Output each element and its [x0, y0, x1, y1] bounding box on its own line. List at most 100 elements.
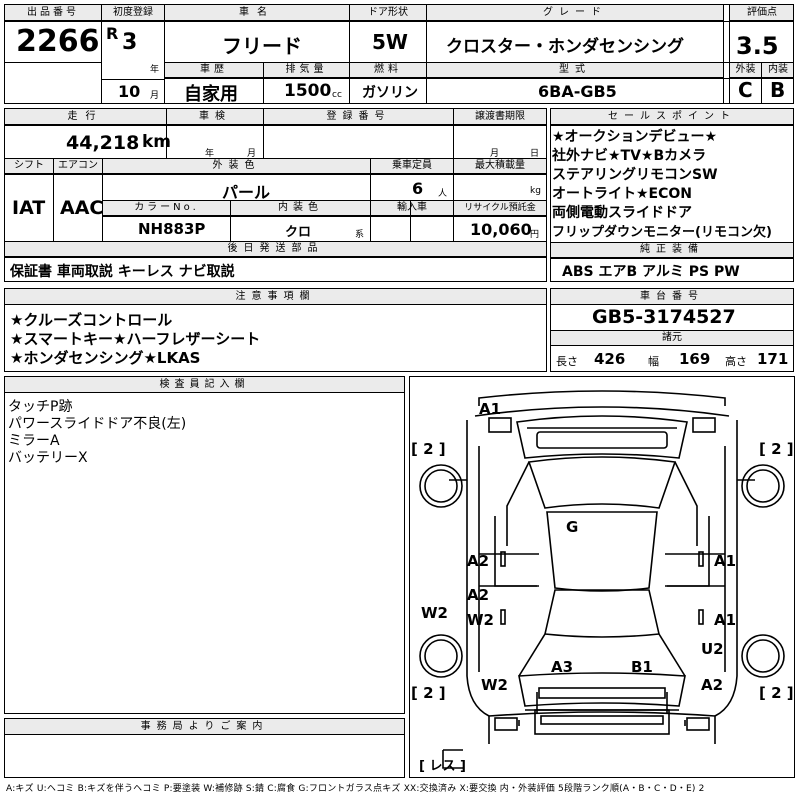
sales-points-label: セールスポイント — [608, 111, 736, 122]
tire-rl-icon — [419, 634, 463, 678]
air-conditioner: AAC — [60, 197, 104, 219]
month-unit: 月 — [150, 91, 160, 101]
door-label: ドア形状 — [368, 7, 408, 18]
diag-spare: [ レス ] — [419, 759, 466, 774]
color-number: NH883P — [138, 220, 206, 238]
diag-left-a2b: A2 — [467, 586, 489, 604]
right-body — [714, 420, 738, 744]
diag-left-a2: A2 — [467, 552, 489, 570]
intcolor-unit: 系 — [355, 230, 365, 240]
model-label: 型式 — [559, 64, 591, 75]
diag-roof: G — [566, 518, 578, 536]
int-grade: B — [770, 78, 786, 102]
rear-bumper — [488, 711, 716, 717]
diag-tire-rl: [ 2 ] — [411, 684, 446, 702]
mileage-unit: km — [142, 132, 172, 152]
inspector-line: パワースライドドア不良(左) — [8, 416, 187, 432]
tailgate — [518, 672, 686, 707]
diag-rear-b1: B1 — [631, 658, 653, 676]
header-table — [4, 4, 794, 104]
inspector-line: バッテリーX — [8, 450, 88, 466]
notes-label: 注意事項欄 — [235, 291, 316, 302]
diag-right-a1: A1 — [714, 552, 736, 570]
sales-point: 社外ナビ★TV★Bカメラ — [552, 148, 707, 164]
windshield — [527, 456, 677, 509]
hood — [516, 415, 688, 459]
diag-tire-fr: [ 2 ] — [759, 440, 794, 458]
mileage-label: 走行 — [67, 111, 104, 122]
damage-diagram: A1 [ 2 ] [ 2 ] G A2 A1 A2 W2 W2 A1 U2 A3… — [409, 376, 795, 778]
reg-month: 10 — [118, 82, 141, 101]
later-parts-label: 後日発送部品 — [227, 243, 324, 254]
seats: 6 — [412, 179, 424, 198]
sales-points-box — [550, 108, 794, 282]
inspector-line: ミラーA — [8, 433, 60, 449]
lot-label: 出品番号 — [27, 7, 79, 18]
inspector-label: 検査員記入欄 — [159, 379, 250, 390]
chassis-box — [550, 288, 794, 372]
grade: クロスター・ホンダセンシング — [446, 37, 684, 57]
legend: A:キズ U:ヘコミ B:キズを伴うヘコミ P:要塗装 W:補修跡 S:錆 C:… — [6, 784, 705, 794]
diag-left-w2: W2 — [467, 611, 494, 629]
equipment-label: 純正装備 — [640, 244, 704, 255]
door-type: 5W — [372, 30, 408, 54]
ext-grade: C — [738, 78, 753, 102]
exterior-color: パール — [222, 183, 271, 202]
seats-label: 乗車定員 — [392, 160, 432, 171]
first-reg-label: 初度登録 — [113, 7, 153, 18]
sales-point: 両側電動スライドドア — [552, 205, 692, 221]
seats-unit: 人 — [438, 189, 448, 199]
tire-rr-icon — [741, 634, 785, 678]
color-label: 外装色 — [212, 160, 261, 171]
insp-month-unit: 月 — [247, 149, 257, 159]
diag-right-u2: U2 — [701, 640, 724, 658]
fuel-label: 燃料 — [374, 64, 402, 75]
load-unit: kg — [530, 186, 541, 196]
reg-year: 3 — [122, 30, 138, 55]
inspector-box — [4, 376, 405, 714]
era: R — [106, 24, 119, 43]
deadline-month-unit: 月 — [490, 149, 500, 159]
model: 6BA-GB5 — [538, 82, 617, 101]
insp-year-unit: 年 — [205, 149, 215, 159]
recycle-fee: 10,060 — [470, 220, 532, 239]
tire-fl-icon — [419, 464, 463, 508]
note-line: ★ホンダセンシング★LKAS — [10, 349, 201, 367]
lot-number: 2266 — [16, 24, 100, 59]
width: 169 — [679, 350, 711, 368]
year-unit: 年 — [150, 65, 160, 75]
sales-point: ステアリングリモコンSW — [552, 167, 718, 183]
diag-tire-rr: [ 2 ] — [759, 684, 794, 702]
sales-point: オートライト★ECON — [552, 186, 693, 202]
ac-label: エアコン — [58, 160, 98, 171]
note-line: ★クルーズコントロール — [10, 311, 173, 329]
equipment: ABS エアB アルミ PS PW — [562, 264, 740, 280]
roof — [546, 511, 658, 592]
recycle-unit: 円 — [530, 230, 540, 240]
height-label: 高さ — [725, 355, 747, 368]
colorno-label: カラーNo. — [134, 202, 199, 213]
chassis-number: GB5-3174527 — [592, 306, 736, 328]
int-label: 内装 — [768, 64, 788, 75]
later-parts: 保証書 車両取説 キーレス ナビ取説 — [10, 264, 235, 280]
length: 426 — [594, 350, 626, 368]
sales-point: フリップダウンモニター(リモコン欠) — [552, 225, 772, 240]
diag-right-a1b: A1 — [714, 611, 736, 629]
car-name: フリード — [222, 34, 302, 58]
regno-label: 登録番号 — [326, 111, 391, 122]
diag-rear-w2: W2 — [481, 676, 508, 694]
score: 3.5 — [736, 32, 779, 60]
fuel: ガソリン — [362, 85, 418, 101]
office-box — [4, 718, 405, 778]
length-label: 長さ — [556, 355, 578, 368]
shift-label: シフト — [14, 160, 44, 171]
diag-rear-a2: A2 — [701, 676, 723, 694]
mileage: 44,218 — [66, 132, 140, 154]
cc-unit: cc — [332, 90, 342, 100]
grade-label: グレード — [543, 7, 607, 18]
notes-box — [4, 288, 547, 372]
diag-a1-top: A1 — [479, 400, 501, 418]
diag-rear-a3: A3 — [551, 658, 573, 676]
shift: IAT — [12, 197, 46, 219]
inspection-label: 車検 — [199, 111, 231, 122]
